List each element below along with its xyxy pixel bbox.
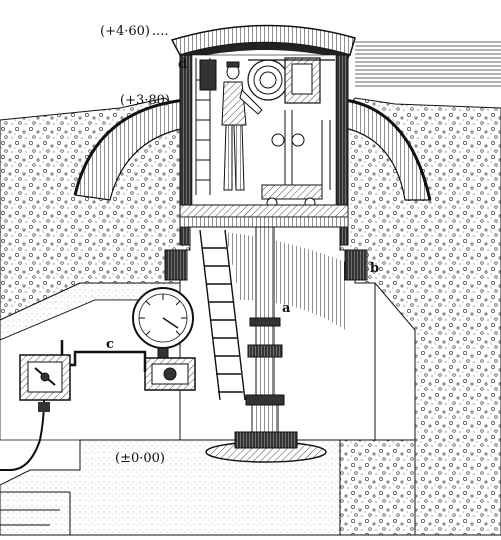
cupola-roof-shadow	[180, 42, 350, 60]
lower-chamber-shading	[225, 232, 345, 330]
label-letter-d: d	[178, 57, 187, 72]
hydraulic-pump	[144, 357, 196, 391]
label-letter-c: c	[106, 337, 114, 352]
control-box	[19, 354, 71, 401]
ladder	[199, 229, 246, 401]
label-elevation-top: (+4·60)	[100, 24, 150, 39]
right-ground-block	[339, 439, 416, 536]
pivot-base-block	[234, 431, 298, 449]
label-letter-a: a	[282, 301, 291, 316]
glacis-arch-left-outer	[73, 98, 186, 196]
label-elevation-mid: (+3·80)	[120, 93, 170, 108]
turret-floor	[179, 204, 349, 218]
operator-figure	[221, 61, 263, 191]
label-elevation-top-dots: ....	[152, 24, 169, 39]
roller-block-left	[164, 249, 188, 281]
aiming-carriage	[261, 110, 331, 209]
turret-left-apparatus	[195, 58, 217, 195]
cable-clamp	[38, 402, 50, 412]
sky-lines	[355, 41, 501, 87]
turret-floor-under	[179, 216, 349, 228]
label-elevation-ground: (±0·00)	[115, 451, 165, 466]
cable	[0, 399, 45, 471]
gun-mechanism	[247, 57, 335, 104]
roller-block-right	[344, 249, 368, 281]
label-letter-b: b	[370, 261, 379, 276]
glacis-arch-right-outer	[344, 98, 432, 201]
step-lines	[0, 491, 71, 535]
